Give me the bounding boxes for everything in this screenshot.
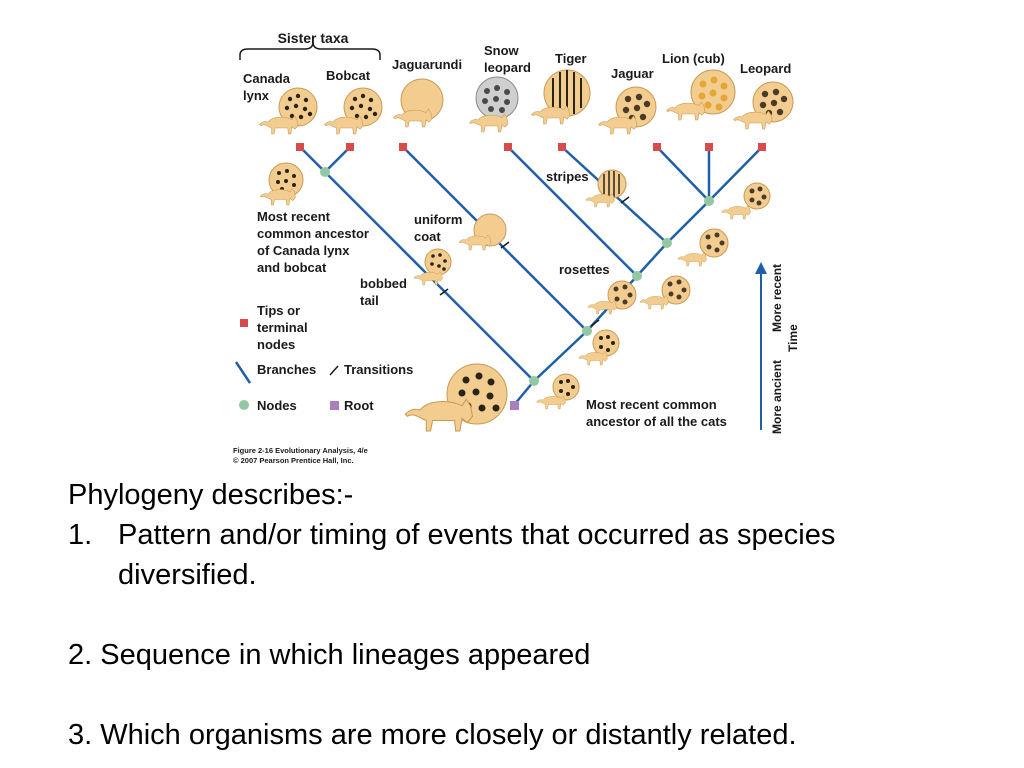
canada-lynx-illustration <box>259 87 318 135</box>
root-marker <box>510 401 519 410</box>
tip-label-tiger: Tiger <box>555 51 587 66</box>
legend-root-swatch <box>330 401 339 410</box>
bobcat-illustration <box>324 87 383 135</box>
rosettes-ancestor-illustrations <box>536 182 771 410</box>
jaguar-illustration <box>598 86 657 135</box>
legend-tip-swatch <box>240 319 248 327</box>
list-item-1-continuation: diversified. <box>118 559 257 591</box>
legend-transitions-label: Transitions <box>344 362 413 377</box>
sister-taxa-brace <box>239 41 381 60</box>
leopard-illustration <box>733 81 794 130</box>
legend-branch-swatch <box>234 361 252 384</box>
list-item-1: 1. Pattern and/or timing of events that o… <box>68 515 1008 555</box>
tip-markers <box>296 143 766 151</box>
annotation-mrca-lynx-bobcat: Most recent common ancestor of Canada ly… <box>257 209 373 275</box>
spacer <box>68 675 1008 715</box>
list-item-3: 3. Which organisms are more closely or d… <box>68 719 797 751</box>
time-axis-recent-label: More recent <box>770 264 784 332</box>
lion-cub-illustration <box>666 69 736 121</box>
figure-caption: Figure 2-16 Evolutionary Analysis, 4/e ©… <box>233 446 370 465</box>
time-axis: More ancient More recent Time <box>755 262 800 434</box>
intro-line: Phylogeny describes:- <box>68 479 354 511</box>
body-text: Phylogeny describes:- 1. Pattern and/or t… <box>68 475 1008 755</box>
list-item-1-text: Pattern and/or timing of events that occ… <box>118 519 836 551</box>
tip-label-leopard: Leopard <box>740 61 791 76</box>
tip-label-lion: Lion (cub) <box>662 51 725 66</box>
tip-label-jaguarundi: Jaguarundi <box>392 57 462 72</box>
all-cats-ancestor-illustration <box>404 363 508 432</box>
time-arrow-head <box>755 262 767 274</box>
legend-nodes-label: Nodes <box>257 398 297 413</box>
legend-transition-swatch <box>329 365 339 376</box>
tip-label-jaguar: Jaguar <box>611 66 654 81</box>
legend-branches-label: Branches <box>257 362 316 377</box>
time-axis-ancient-label: More ancient <box>770 360 784 434</box>
legend: Tips or terminal nodes Branches Transiti… <box>234 303 413 413</box>
transition-label-stripes: stripes <box>546 169 589 184</box>
bobbed-tail-ancestor-illustration <box>413 248 452 286</box>
tiger-illustration <box>531 69 591 125</box>
tip-label-bobcat: Bobcat <box>326 68 371 83</box>
annotation-mrca-all-cats: Most recent common ancestor of all the c… <box>586 397 727 429</box>
uniform-coat-ancestor-illustration <box>458 213 507 251</box>
transition-ticks <box>439 196 630 327</box>
transition-label-rosettes: rosettes <box>559 262 610 277</box>
stripes-ancestor-illustration <box>585 169 627 208</box>
legend-node-swatch <box>239 400 249 410</box>
legend-root-label: Root <box>344 398 374 413</box>
jaguarundi-illustration <box>393 78 444 128</box>
list-item-2: 2. Sequence in which lineages appeared <box>68 639 591 671</box>
list-item-1-number: 1. <box>68 519 93 551</box>
internal-nodes <box>320 167 714 386</box>
lynx-bobcat-ancestor-illustration <box>260 162 304 206</box>
spacer <box>68 595 1008 635</box>
sister-taxa-label: Sister taxa <box>278 30 349 46</box>
snow-leopard-illustration <box>469 76 519 133</box>
legend-tips-label: Tips or terminal nodes <box>257 303 311 352</box>
time-axis-label: Time <box>786 324 800 352</box>
